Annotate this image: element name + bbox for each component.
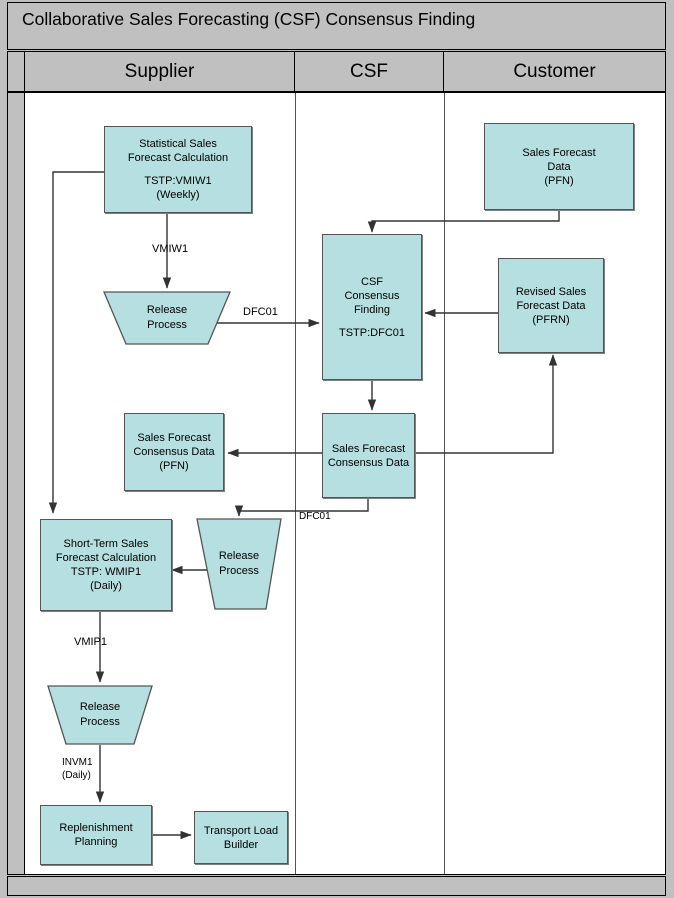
edge-label-invm1: INVM1 (62, 757, 93, 768)
lane-gutter (8, 93, 25, 874)
node-line: TSTP: WMIP1 (70, 566, 142, 578)
diagram-title-bar: Collaborative Sales Forecasting (CSF) Co… (7, 2, 666, 50)
node-line: Data (547, 160, 571, 173)
node-line: (PFRN) (532, 313, 570, 326)
edge-label-vmiw1: VMIW1 (152, 243, 189, 255)
node-line: Release (79, 701, 121, 713)
diagram-footer-bar (7, 876, 666, 896)
node-line: Consensus (344, 289, 400, 302)
node-line: (PFN) (159, 460, 189, 472)
edge-label-invm1-daily: (Daily) (62, 770, 91, 781)
node-line: Forecast Data (516, 299, 586, 312)
edge-label-dfc01-top: DFC01 (243, 306, 278, 318)
header-gutter (8, 52, 25, 91)
node-line: Sales Forecast (137, 432, 211, 444)
node-line: TSTP:DFC01 (338, 326, 405, 339)
node-release-process-invm[interactable]: Release Process (47, 685, 153, 745)
node-line: (Weekly) (156, 189, 200, 201)
lane-divider-csf-customer (444, 93, 445, 874)
node-line: Transport Load (203, 824, 279, 837)
node-line: Short-Term Sales (63, 538, 149, 550)
node-line: Revised Sales (515, 285, 587, 298)
swimlane-header-row: Supplier CSF Customer (7, 51, 666, 92)
node-release-process-weekly[interactable]: Release Process (103, 291, 231, 345)
trapezoid-shape (103, 291, 231, 345)
node-line: Sales Forecast (331, 442, 406, 455)
node-sales-forecast-consensus-data-pfn[interactable]: Sales Forecast Consensus Data (PFN) (124, 413, 224, 491)
node-line: (Daily) (90, 580, 122, 592)
node-line: Planning (74, 836, 118, 848)
node-line: Release (218, 550, 260, 562)
node-sales-forecast-consensus-data[interactable]: Sales Forecast Consensus Data (322, 413, 415, 498)
lane-header-supplier: Supplier (25, 52, 295, 91)
node-line: Replenishment (59, 822, 133, 834)
node-short-term-sales-forecast-calculation[interactable]: Short-Term Sales Forecast Calculation TS… (40, 519, 172, 611)
node-transport-load-builder[interactable]: Transport Load Builder (194, 811, 288, 864)
node-line: TSTP:VMIW1 (144, 175, 212, 187)
lane-header-csf: CSF (295, 52, 444, 91)
node-line: Finding (353, 303, 391, 316)
node-line: Process (219, 565, 259, 577)
edge-label-dfc01-mid: DFC01 (299, 511, 331, 522)
page-title: Collaborative Sales Forecasting (CSF) Co… (22, 9, 476, 29)
node-line: Statistical Sales (139, 138, 217, 150)
node-statistical-sales-forecast-calculation[interactable]: Statistical Sales Forecast Calculation T… (104, 126, 252, 213)
node-line: Release (146, 304, 188, 316)
node-replenishment-planning[interactable]: Replenishment Planning (40, 805, 152, 865)
node-release-process-daily[interactable]: Release Process (196, 518, 282, 610)
node-line: Sales Forecast (522, 146, 596, 159)
lane-divider-supplier-csf (295, 93, 296, 874)
node-line: Builder (223, 838, 259, 851)
node-line: CSF (361, 275, 383, 288)
node-csf-consensus-finding[interactable]: CSF Consensus Finding TSTP:DFC01 (322, 234, 422, 380)
node-line: Consensus Data (327, 456, 410, 469)
node-line: Process (80, 716, 120, 728)
node-line: (PFN) (544, 174, 574, 187)
node-line: Process (147, 319, 187, 331)
lane-header-customer: Customer (513, 60, 596, 82)
node-line: Forecast Calculation (55, 552, 157, 564)
node-line: Consensus Data (133, 446, 215, 458)
node-sales-forecast-data-pfn[interactable]: Sales Forecast Data (PFN) (484, 123, 634, 210)
node-revised-sales-forecast-data-pfrn[interactable]: Revised Sales Forecast Data (PFRN) (498, 258, 604, 353)
trapezoid-shape (196, 518, 282, 610)
trapezoid-shape (47, 685, 153, 745)
edge-label-vmip1: VMIP1 (74, 636, 108, 648)
left-edge-strip (0, 51, 7, 896)
node-line: Forecast Calculation (127, 152, 229, 164)
